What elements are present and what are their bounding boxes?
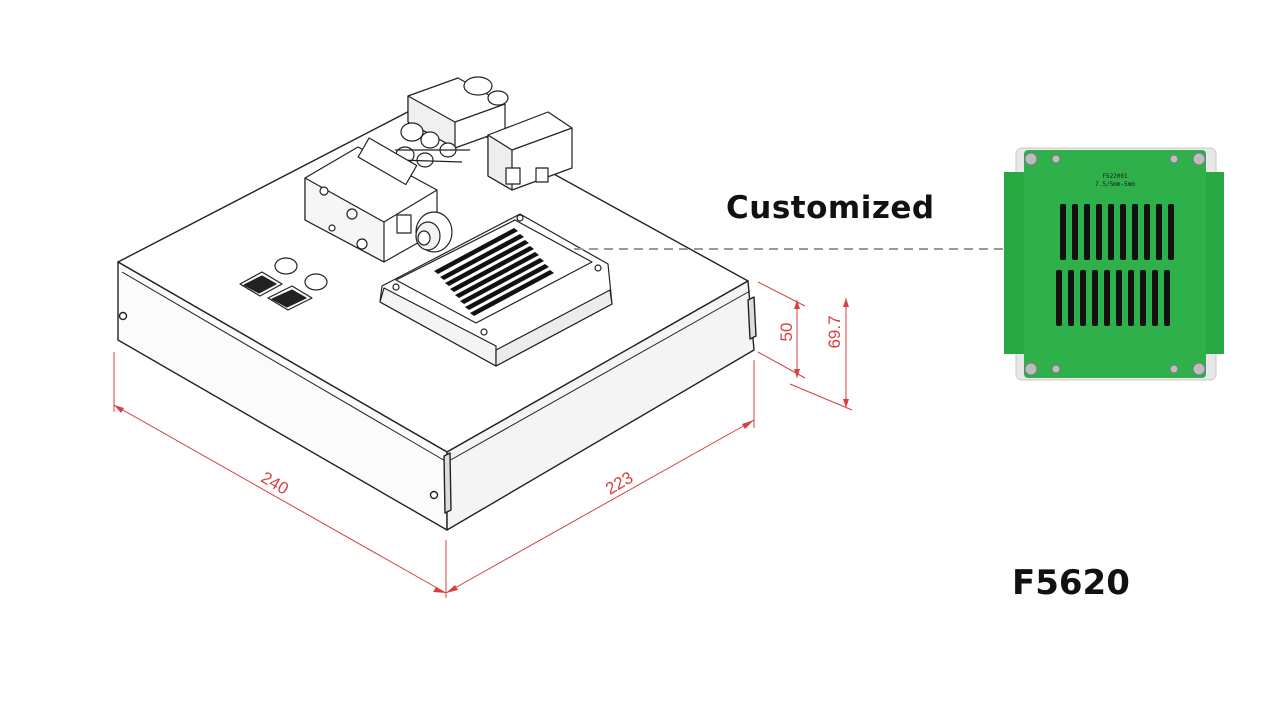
control-buttons bbox=[239, 257, 328, 311]
pcb-label-line1: F522001 bbox=[1102, 173, 1128, 180]
dimension-lines bbox=[113, 281, 853, 598]
front-flange bbox=[443, 452, 452, 514]
dimension-label-223: 223 bbox=[602, 468, 636, 499]
dimension-line-240 bbox=[113, 404, 447, 594]
pcb-photo: F522001 7.5/5mm-5mm bbox=[1004, 147, 1224, 381]
screw-left bbox=[118, 311, 128, 321]
pneumatic-cylinder bbox=[304, 137, 438, 263]
pcb-slots-upper bbox=[1060, 204, 1174, 260]
customized-label: Customized bbox=[726, 190, 935, 226]
dimension-label-240: 240 bbox=[258, 468, 292, 499]
screw-front bbox=[429, 490, 439, 500]
dimension-line-223 bbox=[445, 419, 755, 594]
pcb-label-line2: 7.5/5mm-5mm bbox=[1095, 181, 1135, 188]
model-label: F5620 bbox=[1012, 563, 1130, 603]
test-socket bbox=[379, 213, 613, 367]
top-components bbox=[239, 76, 613, 367]
side-flange bbox=[747, 296, 757, 340]
dimension-label-69-7: 69.7 bbox=[825, 315, 844, 348]
lid-seam-right bbox=[446, 290, 751, 463]
pcb-slots-lower bbox=[1056, 270, 1170, 326]
pcb-screws bbox=[1024, 152, 1206, 376]
lid-seam-left bbox=[121, 271, 448, 463]
dimension-arrows bbox=[114, 298, 849, 593]
adjust-knob bbox=[415, 211, 453, 253]
dimension-label-50: 50 bbox=[777, 323, 796, 342]
socket-slots bbox=[434, 228, 554, 316]
solenoid-valve bbox=[407, 76, 573, 191]
